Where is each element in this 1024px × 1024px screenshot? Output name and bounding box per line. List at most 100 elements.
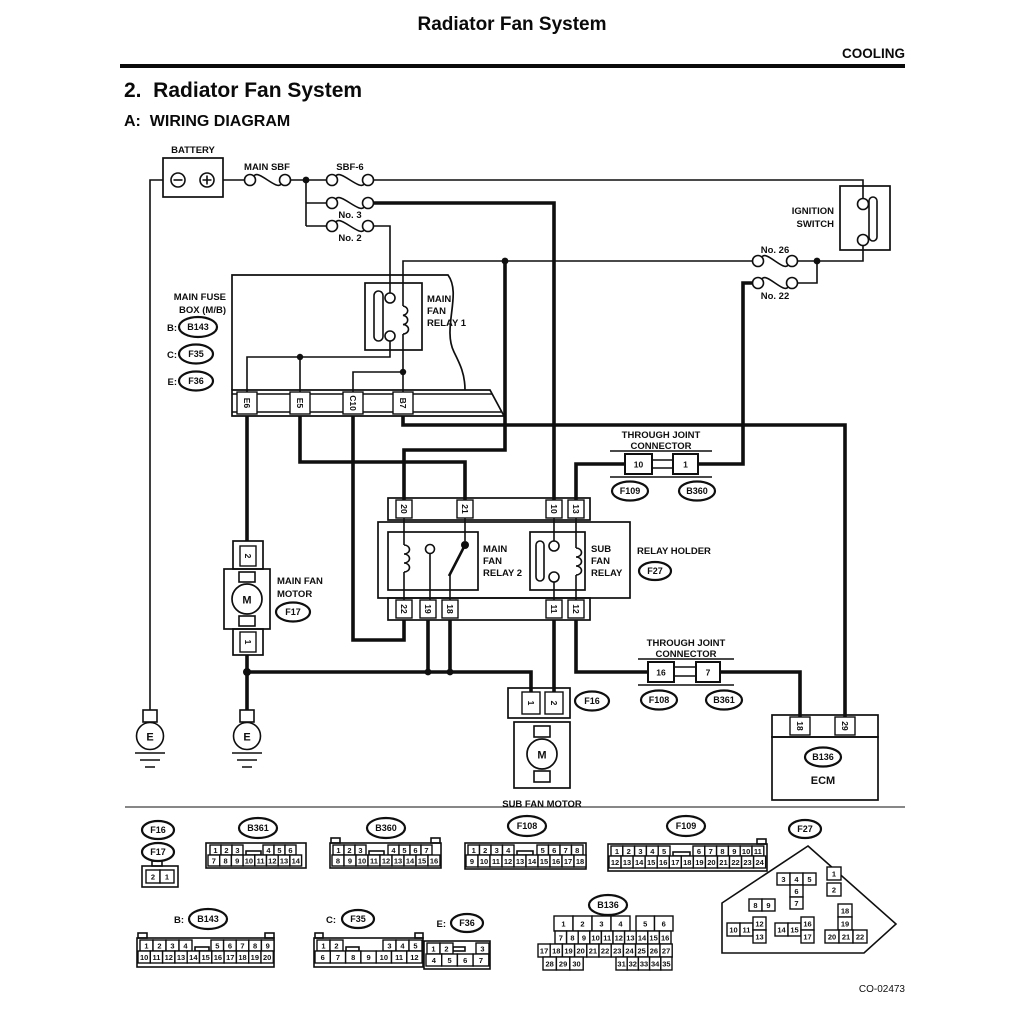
pin-number: 16 <box>659 858 667 867</box>
pin-number: 25 <box>638 946 646 955</box>
pin-number: 22 <box>601 946 609 955</box>
pin-number: 13 <box>516 857 524 866</box>
f108-ref: F108 <box>649 695 670 705</box>
pin-cell <box>826 866 842 881</box>
doc-code: CO-02473 <box>859 984 906 995</box>
pin-number: 7 <box>794 899 798 908</box>
pin-number: 8 <box>223 856 227 865</box>
pin-number: 13 <box>623 858 631 867</box>
pin-number: 12 <box>615 933 623 942</box>
connector-oval <box>665 814 707 838</box>
connector-oval <box>140 841 176 863</box>
b136-ref: B136 <box>812 752 834 762</box>
ground-right-e: E <box>243 732 250 744</box>
pin-number: 6 <box>413 846 417 855</box>
tjc-bottom-label-1: THROUGH JOINT <box>647 638 726 649</box>
pin-c10: C10 <box>348 395 358 411</box>
pin-number: 17 <box>564 857 572 866</box>
pin-19: 19 <box>423 604 433 614</box>
subsection-heading: A: WIRING DIAGRAM <box>124 113 291 130</box>
pin-cell <box>573 854 587 868</box>
pin-number: 5 <box>413 941 417 950</box>
pin-18: 18 <box>445 604 455 614</box>
fuse-no26-label: No. 26 <box>761 245 790 256</box>
pin-number: 2 <box>224 846 228 855</box>
pin-number: 15 <box>418 856 426 865</box>
connector-outline <box>721 844 898 954</box>
pin-number: 1 <box>213 846 217 855</box>
ignition-label-2: SWITCH <box>797 219 835 230</box>
junction-dots <box>243 176 821 676</box>
pin-number: 5 <box>402 846 406 855</box>
pin-11: 11 <box>549 605 559 614</box>
connector-oval <box>140 819 176 841</box>
pin-number: 15 <box>201 953 209 962</box>
pin-number: 12 <box>382 856 390 865</box>
connector-outline <box>136 937 275 968</box>
relay1-label-3: RELAY 1 <box>427 318 467 329</box>
pin-number: 14 <box>292 856 301 865</box>
tab <box>414 932 424 939</box>
connector-oval <box>587 893 629 917</box>
pin-number: 1 <box>431 944 435 953</box>
pin-number: 13 <box>177 953 185 962</box>
pin-number: 7 <box>479 956 483 965</box>
pin-number: 3 <box>358 846 362 855</box>
main-fan-motor-label-1: MAIN FAN <box>277 576 323 587</box>
pin-number: 11 <box>395 953 403 962</box>
pin-number: 27 <box>662 946 670 955</box>
pin-22: 22 <box>399 604 409 614</box>
tab <box>264 932 275 939</box>
pin-number: 3 <box>638 847 642 856</box>
pin-number: 5 <box>277 846 281 855</box>
pin-number: 5 <box>807 875 811 884</box>
pin-number: 19 <box>841 919 849 928</box>
pin-number: 24 <box>755 858 764 867</box>
pin-number: 10 <box>358 856 366 865</box>
connector-ref: F109 <box>676 821 697 831</box>
pin-number: 14 <box>406 856 415 865</box>
connector-oval <box>237 816 279 840</box>
pin-number: 18 <box>576 857 584 866</box>
pin-number: 9 <box>582 933 586 942</box>
tjc-top-label-2: CONNECTOR <box>630 441 691 452</box>
pin-number: 10 <box>140 953 148 962</box>
battery: BATTERY <box>162 145 224 198</box>
pin-10: 10 <box>549 504 559 514</box>
pin-number: 3 <box>495 846 499 855</box>
fusebox-connector-pins: E6 E5 C10 B7 <box>236 391 414 415</box>
pin-number: 1 <box>165 872 169 881</box>
pin-number: 6 <box>662 919 666 928</box>
pin-number: 18 <box>841 906 849 915</box>
pin-number: 28 <box>546 959 554 968</box>
pin-cell <box>800 929 815 944</box>
connector-outline <box>329 842 442 869</box>
b360-ref: B360 <box>686 486 708 496</box>
pin-number: 2 <box>151 872 155 881</box>
pin-number: 3 <box>170 941 174 950</box>
pin-number: 10 <box>480 857 488 866</box>
pin-number: 3 <box>781 875 785 884</box>
tab <box>314 932 324 939</box>
tab <box>756 838 767 845</box>
tab <box>330 837 341 844</box>
pin-20: 20 <box>399 504 409 514</box>
pin-number: 22 <box>731 858 739 867</box>
pin-number: 1 <box>321 941 325 950</box>
chapter-label: COOLING <box>842 46 905 61</box>
pin-number: 10 <box>245 856 253 865</box>
pin-number: 16 <box>214 953 222 962</box>
pin-cell <box>159 869 175 884</box>
pin-number: 7 <box>709 847 713 856</box>
pin-e6: E6 <box>242 398 252 409</box>
pin-b7: B7 <box>398 398 408 409</box>
pin-number: 11 <box>603 933 611 942</box>
pin-number: 2 <box>627 847 631 856</box>
f35-ref: F35 <box>188 349 204 359</box>
main-fuse-box: MAIN FUSE BOX (M/B) B: B143 C: F35 E: F3… <box>167 274 506 417</box>
b361-ref: B361 <box>713 695 735 705</box>
pin-number: 32 <box>629 959 637 968</box>
pin-number: 17 <box>226 953 234 962</box>
pin-number: 16 <box>430 856 438 865</box>
